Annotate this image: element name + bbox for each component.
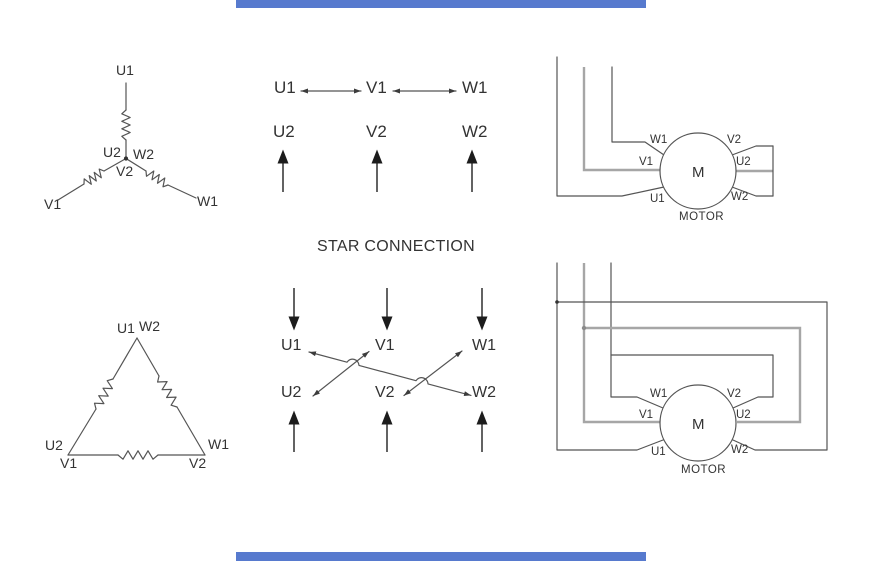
junction-dot-l2 xyxy=(581,325,587,331)
delta-winding-graphic xyxy=(67,337,206,460)
watermark-bar-top xyxy=(236,0,646,8)
star-terminal-u1-label: U1 xyxy=(274,78,296,97)
star-winding-graphic xyxy=(57,82,197,201)
motor-star-caption: MOTOR xyxy=(679,211,725,223)
delta-terminal-w1-label: W1 xyxy=(472,337,496,354)
delta-winding-w2-label: W2 xyxy=(139,318,160,334)
delta-terminal-u1-label: U1 xyxy=(281,337,302,354)
star-connection-title: STAR CONNECTION xyxy=(317,238,475,255)
star-point-junction xyxy=(123,156,129,161)
watermark-bar-bottom xyxy=(236,552,646,561)
star-terminal-w2-label: W2 xyxy=(462,122,488,141)
motor-delta-w1-label: W1 xyxy=(650,388,668,400)
link-v2-w1 xyxy=(403,350,463,397)
delta-coil-bottom xyxy=(117,450,159,460)
motor-star-m-label: M xyxy=(692,164,705,181)
star-coil-u xyxy=(121,109,131,141)
motor-star-graphic xyxy=(556,56,774,210)
motor-delta-v1-label: V1 xyxy=(639,409,654,421)
motor-star-v1-label: V1 xyxy=(639,156,654,168)
delta-winding-v1-label: V1 xyxy=(60,455,78,471)
delta-terminal-v2-label: V2 xyxy=(375,384,395,401)
delta-coil-left xyxy=(93,378,114,410)
motor-star-u2-label: U2 xyxy=(736,156,751,168)
star-terminal-v2-label: V2 xyxy=(366,122,387,141)
link-u2-v1 xyxy=(312,350,370,397)
motor-delta-graphic xyxy=(555,262,828,462)
delta-winding-u2-label: U2 xyxy=(45,437,63,453)
star-winding-v1-label: V1 xyxy=(44,196,62,212)
delta-terminal-w2-label: W2 xyxy=(472,384,496,401)
star-winding-u2-label: U2 xyxy=(103,144,121,160)
motor-delta-w2-label: W2 xyxy=(731,444,749,456)
motor-star-w1-label: W1 xyxy=(650,134,668,146)
motor-delta-caption: MOTOR xyxy=(681,464,727,476)
motor-circle-delta xyxy=(659,384,737,462)
delta-winding-u1-label: U1 xyxy=(117,320,135,336)
motor-delta-u1-label: U1 xyxy=(651,446,666,458)
star-coil-v xyxy=(83,168,105,185)
star-terminal-links-graphic xyxy=(277,88,478,192)
motor-star-u1-label: U1 xyxy=(650,193,665,205)
delta-terminal-u2-label: U2 xyxy=(281,384,302,401)
star-winding-w2-label: W2 xyxy=(133,146,154,162)
delta-coil-right xyxy=(157,375,178,408)
delta-terminal-v1-label: V1 xyxy=(375,337,395,354)
motor-delta-v2-label: V2 xyxy=(727,388,742,400)
star-terminal-w1-label: W1 xyxy=(462,78,488,97)
delta-winding-w1-label: W1 xyxy=(208,436,229,452)
motor-delta-u2-label: U2 xyxy=(736,409,751,421)
motor-delta-m-label: M xyxy=(692,416,705,433)
delta-winding-v2-label: V2 xyxy=(189,455,207,471)
star-terminal-u2-label: U2 xyxy=(273,122,295,141)
motor-circle-star xyxy=(659,132,737,210)
star-winding-u1-label: U1 xyxy=(116,62,134,78)
star-winding-v2-label: V2 xyxy=(116,163,134,179)
star-winding-w1-label: W1 xyxy=(197,193,218,209)
delta-terminal-links-graphic xyxy=(288,288,488,452)
junction-dot-l1 xyxy=(555,300,559,304)
motor-star-v2-label: V2 xyxy=(727,134,742,146)
star-coil-w xyxy=(145,170,169,188)
star-terminal-v1-label: V1 xyxy=(366,78,387,97)
motor-star-w2-label: W2 xyxy=(731,191,749,203)
